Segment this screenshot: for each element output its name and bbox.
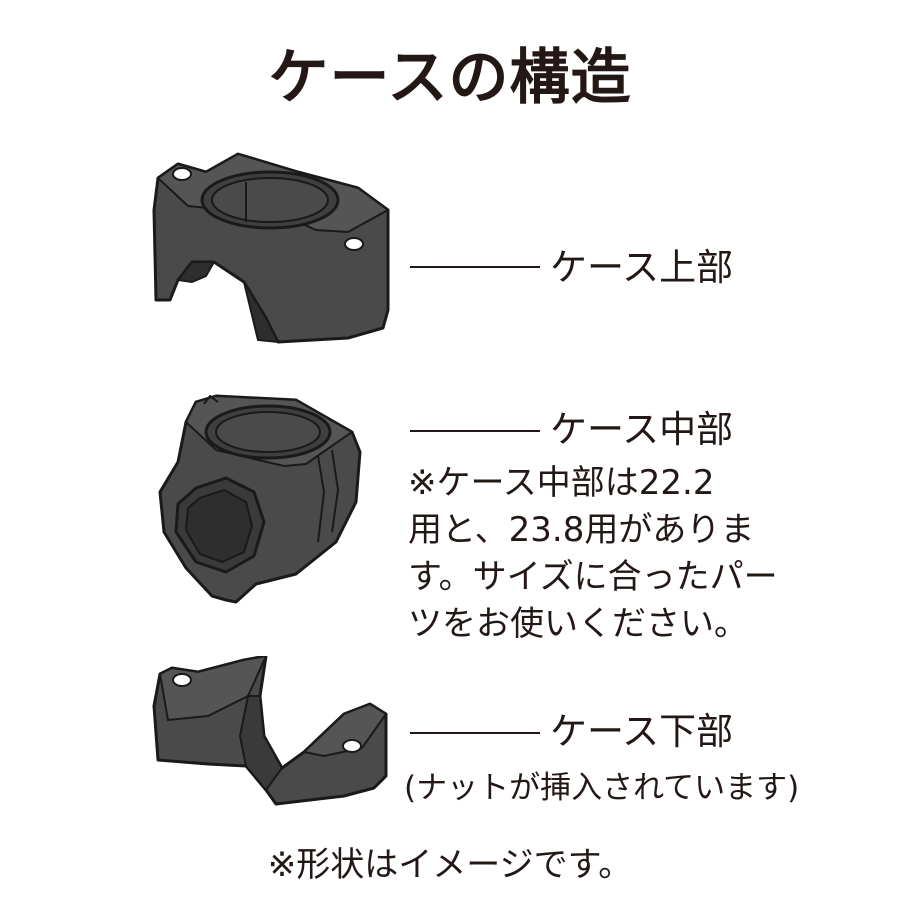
leader-line-lower (410, 732, 540, 734)
case-middle-note-line: す。サイズに合ったパー (408, 557, 778, 597)
leader-line-middle (410, 430, 540, 432)
case-lower-hole-left (172, 673, 192, 687)
footer-note: ※形状はイメージです。 (267, 845, 633, 885)
case-lower-top-face-left (158, 656, 268, 722)
diagram-title: ケースの構造 (268, 43, 632, 113)
label-case-lower: ケース下部 (550, 710, 734, 753)
case-upper-ring-inner (211, 177, 329, 223)
case-upper-hole-left (172, 167, 192, 181)
case-middle-illustration (158, 394, 362, 604)
case-middle-note: ※ケース中部は22.2 用と、23.8用がありま す。サイズに合ったパー ツをお… (408, 460, 778, 648)
case-middle-ring-inner (215, 411, 321, 453)
label-case-upper: ケース上部 (550, 246, 734, 289)
label-case-middle: ケース中部 (550, 408, 734, 451)
case-upper-illustration (152, 152, 390, 344)
case-middle-note-line: ツをお使いください。 (408, 604, 748, 644)
leader-line-upper (410, 266, 540, 268)
case-lower-sub-note: (ナットが挿入されています) (404, 770, 800, 806)
case-lower-saddle (238, 695, 284, 792)
case-middle-note-line: ※ケース中部は22.2 (408, 463, 715, 503)
case-middle-note-line: 用と、23.8用がありま (408, 510, 755, 550)
case-lower-illustration (152, 656, 388, 806)
case-lower-top-face-right (301, 702, 388, 758)
case-lower-hole-right (342, 739, 362, 753)
case-upper-hole-right (344, 237, 364, 251)
